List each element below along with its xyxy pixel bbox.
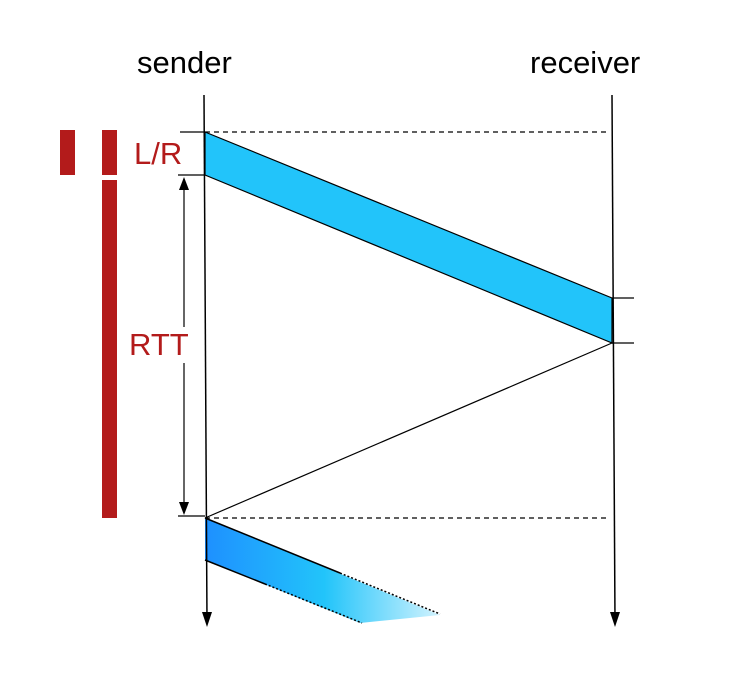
next-packet-band (205, 518, 440, 623)
receiver-timeline (611, 94, 616, 623)
sender-timeline (203, 94, 208, 623)
first-packet-band (204, 131, 613, 344)
next-packet-bottom-edge-solid (204, 559, 266, 585)
red-bar-short-left (60, 130, 75, 175)
rtt-label: RTT (127, 327, 191, 363)
red-bar-short-right (102, 130, 117, 175)
sender-label: sender (137, 45, 232, 80)
receiver-timeline-arrowhead (610, 612, 620, 627)
red-bar-rtt (102, 180, 117, 518)
receiver-label: receiver (530, 45, 641, 80)
rtt-arrowhead-up (179, 177, 189, 190)
rtt-arrowhead-down (179, 502, 189, 515)
sender-timeline-arrowhead (202, 612, 212, 627)
next-packet-top-edge-solid (204, 517, 341, 574)
transmission-delay-label: L/R (134, 136, 183, 171)
next-packet-bottom-edge-dotted (264, 583, 363, 624)
ack-line (204, 342, 613, 519)
